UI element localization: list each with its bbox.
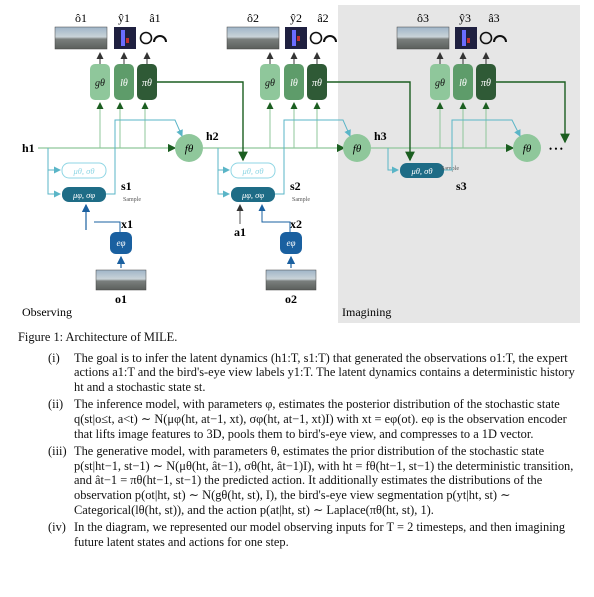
decoder-g bbox=[90, 64, 110, 100]
svg-text:eφ: eφ bbox=[117, 238, 126, 248]
prior-box-2 bbox=[230, 162, 276, 179]
bev-hat-label-3: ŷ3 bbox=[459, 11, 471, 25]
svg-text:gθ: gθ bbox=[435, 78, 445, 89]
decoder-pi bbox=[476, 64, 496, 100]
svg-text:eφ: eφ bbox=[287, 238, 296, 248]
caption-list: (i)The goal is to infer the latent dynam… bbox=[18, 351, 583, 550]
decoders-1: gθ lθ πθ bbox=[90, 64, 157, 100]
obs-image-3 bbox=[396, 26, 450, 50]
svg-text:lθ: lθ bbox=[290, 78, 298, 89]
decoder-l bbox=[114, 64, 134, 100]
o2-label: o2 bbox=[285, 292, 297, 306]
svg-text:fθ: fθ bbox=[523, 143, 532, 155]
figure-caption: Figure 1: Architecture of MILE. (i)The g… bbox=[18, 330, 583, 552]
h2-label: h2 bbox=[206, 129, 219, 143]
input-image-2 bbox=[265, 269, 317, 291]
imagining-region bbox=[338, 5, 580, 323]
bev-hat-label-2: ŷ2 bbox=[290, 11, 302, 25]
prior-box-3 bbox=[400, 163, 444, 178]
encoder-2 bbox=[280, 232, 302, 254]
svg-text:fθ: fθ bbox=[353, 143, 362, 155]
transition-f-2 bbox=[343, 134, 371, 162]
decoder-l bbox=[284, 64, 304, 100]
obs-image-1 bbox=[54, 26, 108, 50]
sample-label-1: Sample bbox=[123, 197, 141, 203]
obs-hat-label-1: ô1 bbox=[75, 11, 87, 25]
x1-label: x1 bbox=[121, 217, 133, 231]
decoder-pi bbox=[137, 64, 157, 100]
bev-hat-label-1: ŷ1 bbox=[118, 11, 130, 25]
decoder-pi bbox=[307, 64, 327, 100]
svg-text:μφ, σφ: μφ, σφ bbox=[72, 190, 95, 200]
architecture-diagram: ô1 ŷ1 â1 ô2 ŷ2 â2 ô3 ŷ3 â3 bbox=[22, 5, 580, 323]
encoder-1 bbox=[110, 232, 132, 254]
sample-label-3: Sample bbox=[441, 166, 459, 172]
decoders-2: gθ lθ πθ bbox=[260, 64, 327, 100]
obs-image-2 bbox=[226, 26, 280, 50]
posterior-box-2 bbox=[231, 187, 275, 202]
obs-hat-label-2: ô2 bbox=[247, 11, 259, 25]
steering-icon-2 bbox=[309, 31, 323, 45]
prior-box-1 bbox=[61, 162, 107, 179]
caption-title: Figure 1: Architecture of MILE. bbox=[18, 330, 178, 344]
h3-label: h3 bbox=[374, 129, 387, 143]
ellipsis: • • • bbox=[549, 144, 563, 154]
s3-label: s3 bbox=[456, 179, 467, 193]
svg-text:πθ: πθ bbox=[142, 78, 152, 89]
obs-hat-label-3: ô3 bbox=[417, 11, 429, 25]
speed-icon-2 bbox=[323, 35, 337, 43]
caption-item-3: (iii)The generative model, with paramete… bbox=[48, 444, 574, 517]
steering-icon-3 bbox=[479, 31, 493, 45]
svg-text:μθ, σθ: μθ, σθ bbox=[241, 166, 263, 176]
caption-item-4: (iv)In the diagram, we represented our m… bbox=[48, 520, 566, 549]
svg-text:μθ, σθ: μθ, σθ bbox=[72, 166, 94, 176]
svg-text:gθ: gθ bbox=[265, 78, 275, 89]
decoders-3: gθ lθ πθ bbox=[430, 64, 496, 100]
svg-text:fθ: fθ bbox=[185, 143, 194, 155]
posterior-box-1 bbox=[62, 187, 106, 202]
svg-text:gθ: gθ bbox=[95, 78, 105, 89]
caption-item-1: (i)The goal is to infer the latent dynam… bbox=[48, 350, 575, 394]
imagining-label: Imagining bbox=[342, 305, 391, 319]
s1-label: s1 bbox=[121, 179, 132, 193]
svg-text:lθ: lθ bbox=[120, 78, 128, 89]
a1-label: a1 bbox=[234, 225, 246, 239]
output-group-1: ô1 ŷ1 â1 bbox=[54, 11, 167, 50]
x2-label-visible: x2 bbox=[290, 217, 302, 231]
s2-label: s2 bbox=[290, 179, 301, 193]
output-group-3: ô3 ŷ3 â3 bbox=[396, 11, 507, 50]
speed-icon-1 bbox=[153, 35, 167, 43]
act-hat-label-2: â2 bbox=[317, 11, 328, 25]
svg-text:lθ: lθ bbox=[459, 78, 467, 89]
act-hat-label-3: â3 bbox=[488, 11, 499, 25]
input-image-1 bbox=[95, 269, 147, 291]
o1-label: o1 bbox=[115, 292, 127, 306]
decoder-g bbox=[260, 64, 280, 100]
observing-label: Observing bbox=[22, 305, 72, 319]
transition-f-3 bbox=[513, 134, 541, 162]
speed-icon-3 bbox=[493, 35, 507, 43]
caption-item-2: (ii)The inference model, with parameters… bbox=[48, 397, 567, 441]
output-group-2: ô2 ŷ2 â2 bbox=[226, 11, 337, 50]
steering-icon-1 bbox=[139, 31, 153, 45]
h1-label: h1 bbox=[22, 141, 35, 155]
svg-text:μθ, σθ: μθ, σθ bbox=[410, 166, 432, 176]
act-hat-label-1: â1 bbox=[149, 11, 160, 25]
decoder-l bbox=[453, 64, 473, 100]
svg-text:πθ: πθ bbox=[481, 78, 491, 89]
sample-label-2: Sample bbox=[292, 197, 310, 203]
decoder-g bbox=[430, 64, 450, 100]
svg-text:μφ, σφ: μφ, σφ bbox=[241, 190, 264, 200]
transition-f-1 bbox=[175, 134, 203, 162]
svg-text:πθ: πθ bbox=[312, 78, 322, 89]
